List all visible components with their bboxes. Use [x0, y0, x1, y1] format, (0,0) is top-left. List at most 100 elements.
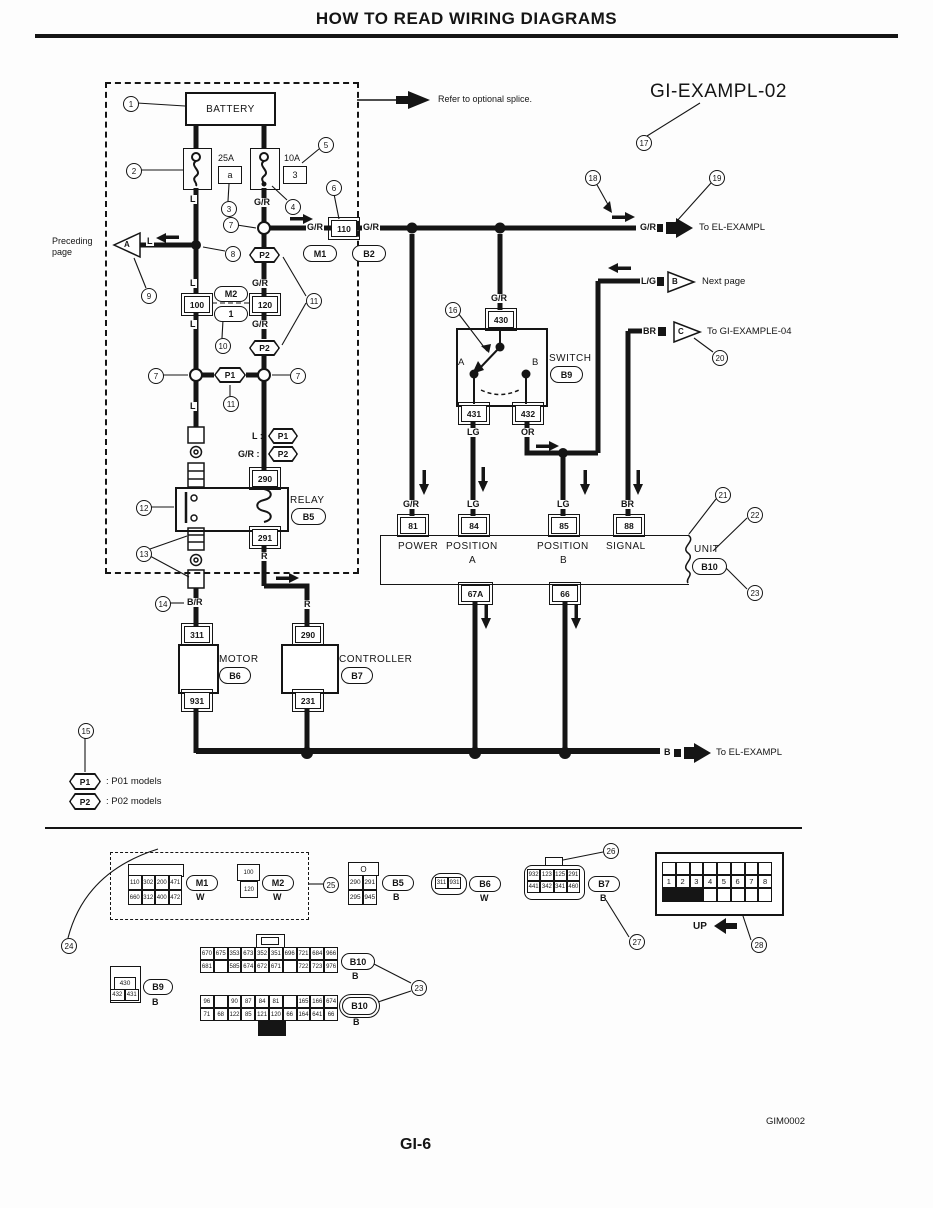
- connector-290: 290: [249, 467, 281, 490]
- connector-432: 432: [512, 402, 544, 425]
- callout-26: 26: [603, 843, 619, 859]
- b7-face-color: B: [600, 893, 607, 903]
- to-gi-example-04-note: To GI-EXAMPLE-04: [707, 326, 792, 337]
- pin-cell: [744, 888, 759, 902]
- pin-cell: [213, 960, 228, 973]
- to-el-exampl-bottom-arrow-icon: [684, 743, 711, 763]
- pin-cell: [282, 960, 297, 973]
- relay-label: RELAY: [290, 495, 325, 506]
- triangle-a-label: A: [124, 240, 130, 249]
- pin-cell: 291: [566, 869, 580, 881]
- pin-cell: 66: [282, 1008, 297, 1021]
- pin-cell: 681: [200, 960, 214, 973]
- pin-cell: 295: [348, 890, 363, 905]
- pin-cell: 641: [310, 1008, 325, 1021]
- pin-cell: 674: [241, 960, 256, 973]
- fuse-2: [250, 148, 280, 190]
- pin-cell: [758, 862, 772, 875]
- pin-cell: [662, 862, 676, 875]
- pin-cell: 441: [527, 881, 541, 893]
- wire-label-lg2: L/G: [640, 276, 657, 286]
- pin-cell: 460: [566, 881, 580, 893]
- footer-code: GIM0002: [766, 1116, 806, 1127]
- pin-cell: 342: [540, 881, 554, 893]
- wire-label-lg: LG: [466, 499, 481, 509]
- splice-connector-group: [110, 852, 309, 920]
- splice-p2-label: P2: [250, 248, 279, 262]
- b10-upper-color: B: [352, 971, 359, 981]
- callout-15: 15: [78, 723, 94, 739]
- pin-cell: 673: [241, 947, 256, 960]
- pin-cell: [675, 862, 690, 875]
- to-el-exampl-bottom-note: To EL-EXAMPL: [716, 747, 782, 758]
- legend-p2-label: P2: [70, 794, 100, 809]
- pin-cell: 123: [540, 869, 554, 881]
- callout-8: 8: [225, 246, 241, 262]
- m1-face-code: M1: [186, 875, 218, 891]
- motor-code: B6: [219, 667, 251, 684]
- wire-label-gr: G/R: [306, 222, 325, 232]
- pin-cell: 471: [168, 875, 182, 890]
- triangle-c-icon: [673, 320, 703, 344]
- pin-cell: 432: [110, 989, 125, 1001]
- pin-cell: 670: [200, 947, 214, 960]
- page-ref-triangles: [112, 231, 703, 344]
- triangle-a-icon: [112, 231, 141, 259]
- pin-cell: 931: [448, 877, 461, 889]
- callout-24: 24: [61, 938, 77, 954]
- connector-code-m2: M2: [214, 286, 248, 302]
- switch-contact-b-label: B: [532, 357, 539, 368]
- m1-face-color: W: [196, 892, 205, 902]
- pin-cell: 5: [717, 875, 731, 888]
- pin-cell: 976: [324, 960, 338, 973]
- pin-cell: 696: [282, 947, 297, 960]
- pin-cell: 3: [689, 875, 704, 888]
- callout-21: 21: [715, 487, 731, 503]
- pin-cell: 200: [155, 875, 169, 890]
- splice-p2-hex: P2: [249, 340, 280, 356]
- pin-cell: 352: [255, 947, 269, 960]
- pin-cell: 96: [200, 995, 214, 1008]
- unit-pin-signal: SIGNAL: [606, 541, 646, 552]
- legend-p2-text: : P02 models: [106, 796, 162, 807]
- pin-cell: 585: [227, 960, 242, 973]
- pin-cell: 8: [758, 875, 772, 888]
- m2-face-color: W: [273, 892, 282, 902]
- connector-120: 120: [249, 293, 281, 316]
- unit-code: B10: [692, 558, 727, 575]
- pin-cell: 672: [255, 960, 269, 973]
- pin-cell: 165: [296, 995, 311, 1008]
- callout-3: 3: [221, 201, 237, 217]
- pin-cell: [213, 995, 228, 1008]
- pin-cell: 6: [730, 875, 745, 888]
- pin-cell: 722: [296, 960, 311, 973]
- pin-cell: 81: [268, 995, 283, 1008]
- pin-cell: 932: [527, 869, 541, 881]
- pin-cell: 1: [662, 875, 676, 888]
- wire-label-l: L: [146, 236, 154, 246]
- pin-cell: 400: [155, 890, 169, 905]
- callout-7: 7: [290, 368, 306, 384]
- pin-cell: 312: [141, 890, 155, 905]
- wire-label-lg: LG: [556, 499, 571, 509]
- connector-84: 84: [458, 514, 490, 537]
- unit-pin-power: POWER: [398, 541, 439, 552]
- callout-19: 19: [709, 170, 725, 186]
- pin-cell: 71: [200, 1008, 214, 1021]
- pin-cell: 66: [324, 1008, 338, 1021]
- b10-lower-code: B10: [339, 994, 380, 1018]
- triangle-c-label: C: [678, 327, 684, 336]
- pin-cell: [282, 995, 297, 1008]
- wire-label-br: BR: [642, 326, 657, 336]
- callout-20: 20: [712, 350, 728, 366]
- callout-23: 23: [747, 585, 763, 601]
- to-el-exampl-arrow-icon: [666, 218, 693, 238]
- switch-box: [456, 328, 548, 407]
- connector-431: 431: [458, 402, 490, 425]
- b9-face-color: B: [152, 997, 159, 1007]
- legend-p1-label: P1: [70, 774, 100, 789]
